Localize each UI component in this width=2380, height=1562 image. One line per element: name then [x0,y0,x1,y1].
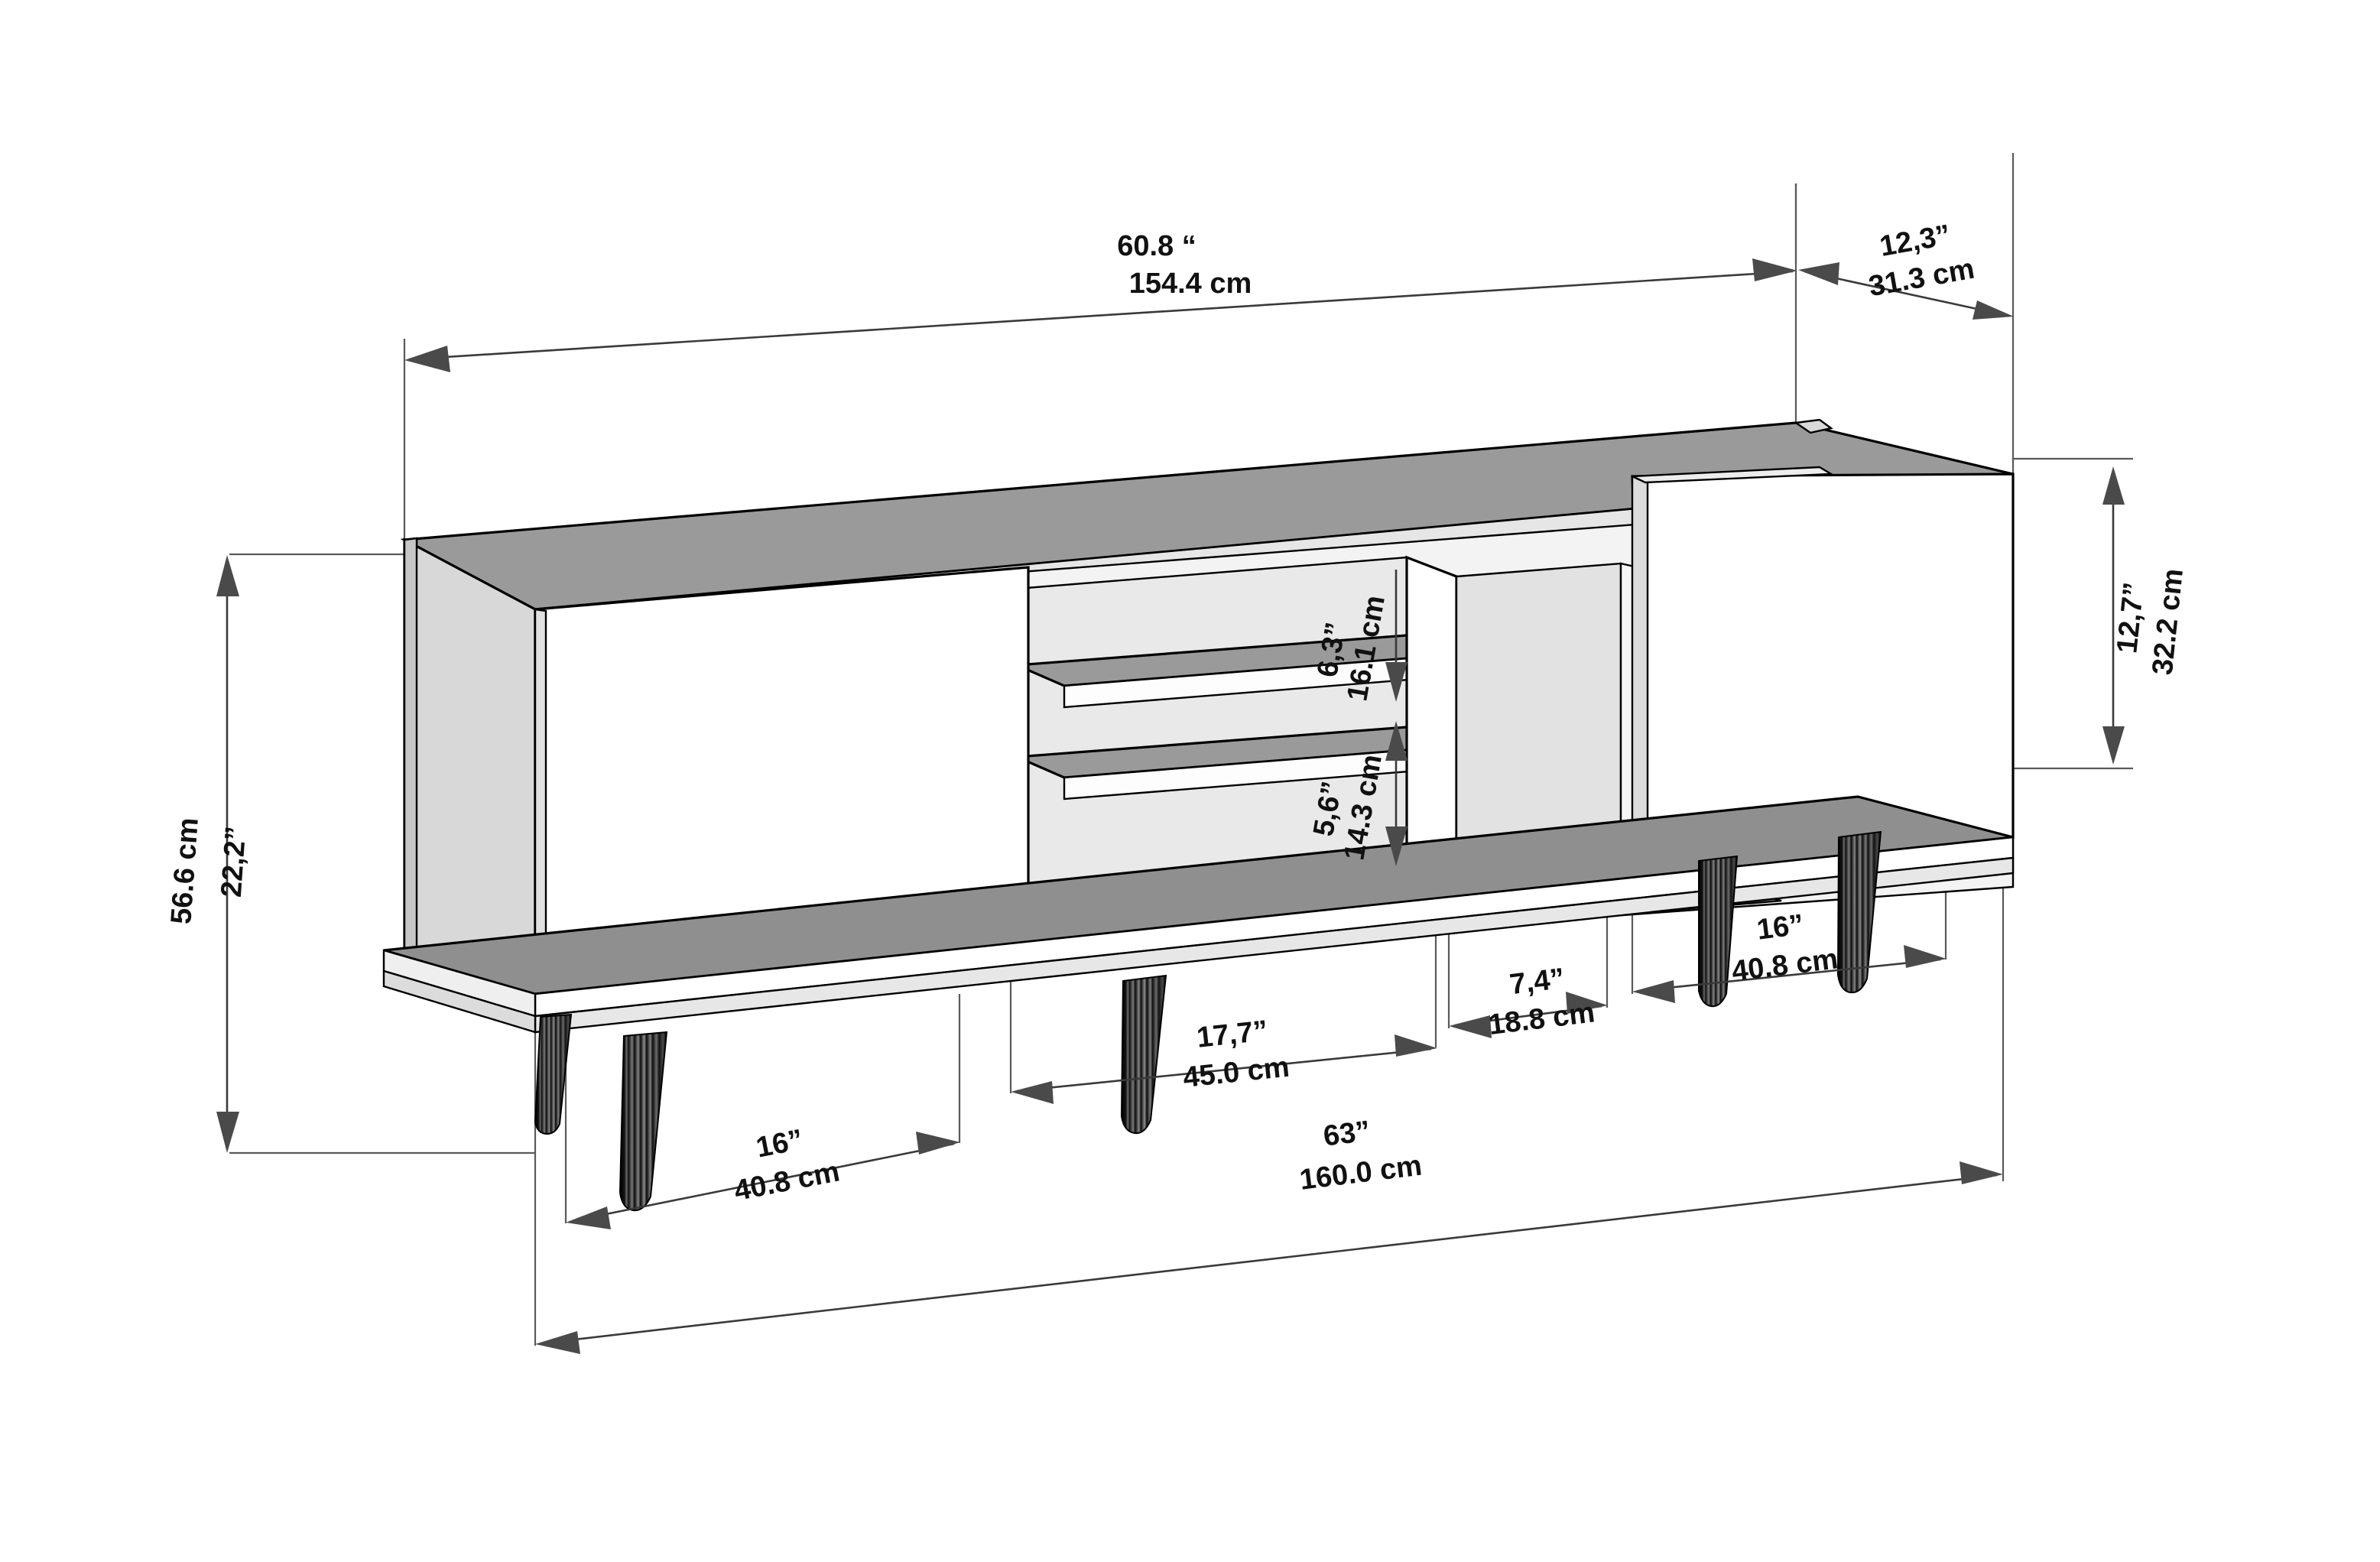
right-bay-inch: 16” [1755,909,1806,947]
leg-front-right [1836,830,1882,994]
legs-group [534,830,1882,1212]
right-door-panel[interactable] [1631,466,2015,858]
dim-right-bay-width [1632,945,1947,1003]
label-overall-height-metric: 56.6 cm [165,817,205,925]
dim-left-bay-width [566,1132,960,1229]
narrow-bay-inch: 7,4” [1508,963,1566,1001]
label-top-width: 60.8 “ 154.4 cm [1117,230,1252,300]
leg-front-left [619,1031,668,1212]
dim-overall-width [535,1028,2005,1354]
dim-narrow-bay-width [1449,992,1608,1038]
dim-overall-height [216,555,239,1153]
right-height-inch: 12,7” [2111,581,2150,655]
leg-rear-left [534,1013,573,1135]
top-width-inch: 60.8 “ [1117,230,1196,262]
dim-center-bay-width [1011,1034,1437,1104]
dim-lower-shelf-gap [1385,721,1408,866]
dim-right-height [2102,466,2125,765]
label-overall-height: 22,2” [216,825,252,898]
dim-top-depth [1798,262,2014,320]
dim-upper-shelf-gap [1385,570,1408,702]
overall-width-inch: 63” [1322,1115,1372,1153]
top-width-metric: 154.4 cm [1129,268,1252,300]
leg-rear-right [1698,855,1739,1008]
overall-height-inch: 22,2” [216,825,252,898]
left-side-panel [403,537,537,989]
leg-front-center [1120,974,1167,1135]
overall-height-metric: 56.6 cm [165,817,205,925]
base-plinth [382,795,2015,1034]
center-bay-inch: 17,7” [1195,1015,1269,1054]
dim-top-width [404,258,1797,372]
